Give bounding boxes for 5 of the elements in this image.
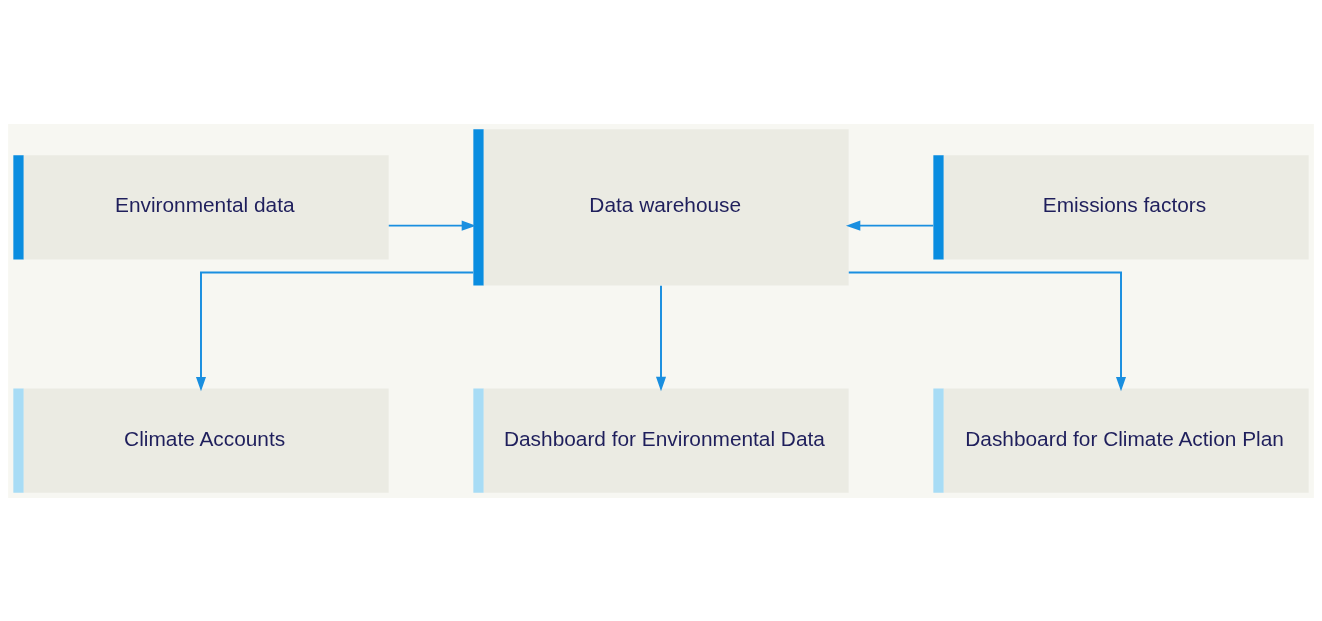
- arrow: [195, 271, 475, 391]
- arrow: [387, 220, 477, 231]
- arrow: [655, 284, 667, 391]
- arrow: [847, 271, 1127, 391]
- arrow: [845, 220, 935, 231]
